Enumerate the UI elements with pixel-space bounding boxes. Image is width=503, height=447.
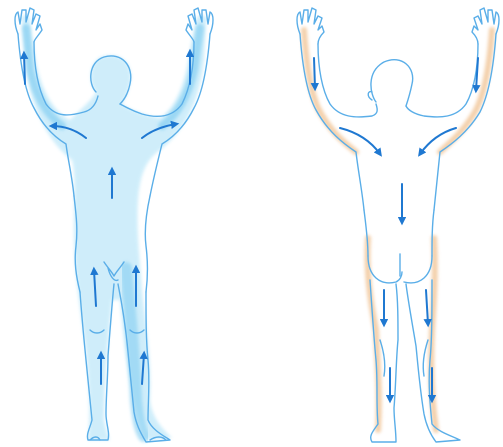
back-body-outline xyxy=(297,8,499,442)
front-body-glow xyxy=(22,15,207,440)
back-arrow-left-arm xyxy=(314,58,315,88)
back-edge-glow xyxy=(304,30,492,430)
front-figure xyxy=(15,8,213,442)
back-figure xyxy=(297,8,499,442)
front-arrow-left-arm xyxy=(24,54,25,84)
back-arrow-right-thigh xyxy=(426,290,428,324)
back-arrow-right-arm xyxy=(476,58,478,90)
back-flow-arrows xyxy=(314,58,478,400)
